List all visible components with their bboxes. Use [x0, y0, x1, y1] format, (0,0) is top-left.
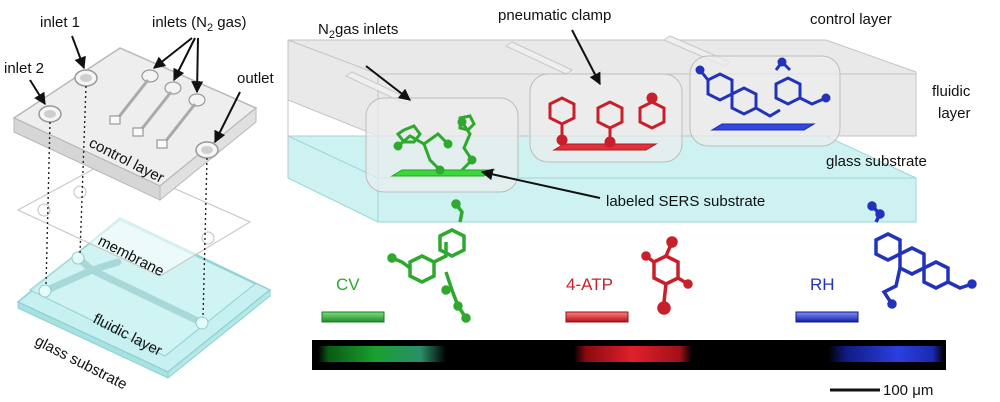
strip-rh — [828, 346, 944, 362]
assembled-device: N2gas inlets pneumatic clamp control lay… — [287, 7, 971, 223]
sers-bar-4atp — [552, 143, 658, 151]
scale-bar: 100 μm — [830, 382, 933, 399]
legend-bar-cv — [321, 311, 385, 323]
legend-label-cv: CV — [336, 275, 360, 294]
molecule-rh-top — [695, 57, 831, 118]
label-labeled-sers: labeled SERS substrate — [606, 193, 765, 210]
label-fluidic-right-1: fluidic — [932, 83, 971, 100]
alignment-lines — [45, 85, 208, 319]
label-fluidic-right-2: layer — [938, 105, 971, 122]
strip-4atp — [574, 346, 692, 362]
label-inlet-2: inlet 2 — [4, 60, 44, 77]
left-arrows — [29, 35, 241, 144]
molecule-cv-top — [393, 114, 477, 175]
label-inlets-n2: inlets (N2 gas) — [152, 14, 247, 34]
legend-bar-4atp — [565, 311, 629, 323]
exploded-device: inlet 1 inlet 2 inlets (N2 gas) outlet c… — [4, 14, 275, 393]
label-control-layer-right: control layer — [810, 11, 892, 28]
chamber-4atp — [529, 73, 683, 163]
legend-bar-rh — [795, 311, 859, 323]
sers-image-strip — [312, 340, 946, 370]
molecule-rh — [867, 201, 977, 309]
membrane-sheet — [16, 159, 252, 277]
molecule-4atp — [641, 236, 693, 315]
legend: CV 4-ATP RH — [321, 199, 977, 323]
label-pneumatic-clamp: pneumatic clamp — [498, 7, 611, 24]
gas-inlet-ports — [109, 69, 206, 149]
port-inlet-1 — [74, 69, 98, 87]
molecule-4atp-top — [548, 92, 666, 148]
label-n2-gas-inlets: N2gas inlets — [318, 21, 398, 41]
legend-label-4atp: 4-ATP — [566, 275, 613, 294]
label-glass-substrate-right: glass substrate — [826, 153, 927, 170]
label-inlet-1: inlet 1 — [40, 14, 80, 31]
legend-label-rh: RH — [810, 275, 835, 294]
scale-bar-label: 100 μm — [883, 382, 933, 399]
chamber-cv — [365, 97, 519, 193]
label-outlet: outlet — [237, 70, 275, 87]
right-arrows — [365, 29, 601, 199]
port-outlet — [195, 141, 219, 159]
sers-bar-rh — [710, 123, 816, 131]
molecule-cv — [387, 199, 471, 323]
strip-cv — [318, 346, 446, 362]
port-inlet-2 — [38, 105, 62, 123]
